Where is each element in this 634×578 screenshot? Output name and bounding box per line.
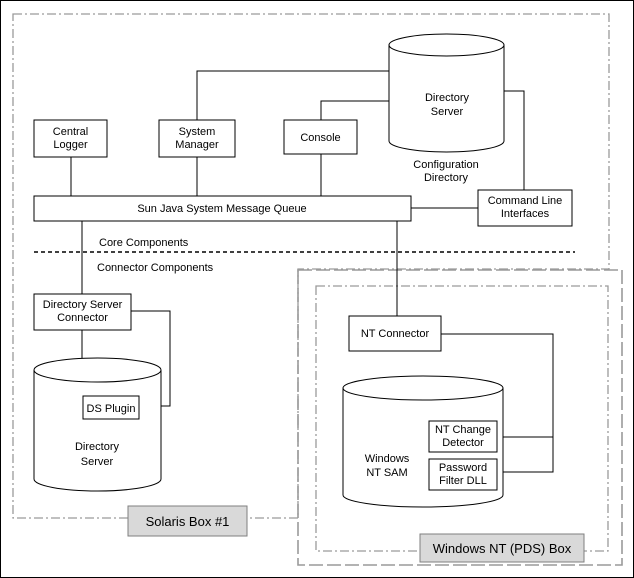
- ds-connector-label-2: Connector: [57, 312, 108, 324]
- directory-server-connector-box: Directory Server Connector: [33, 293, 132, 331]
- connector-components-label: Connector Components: [97, 262, 214, 274]
- solaris-box-tag: Solaris Box #1: [127, 505, 248, 537]
- directory-server-top-label-2: Server: [431, 106, 464, 118]
- windows-nt-box-inner-boundary: [315, 285, 609, 552]
- central-logger-box: Central Logger: [33, 119, 108, 158]
- windows-nt-box-tag: Windows NT (PDS) Box: [419, 533, 585, 563]
- ds-plugin-box: DS Plugin: [82, 395, 140, 420]
- central-logger-label-2: Logger: [53, 139, 88, 151]
- message-queue-label: Sun Java System Message Queue: [137, 203, 306, 215]
- configuration-directory-label-1: Configuration: [413, 159, 478, 171]
- solaris-box-label: Solaris Box #1: [146, 514, 230, 529]
- system-manager-label-1: System: [179, 126, 216, 138]
- nt-change-detector-label-1: NT Change: [435, 424, 491, 436]
- core-components-label: Core Components: [99, 237, 189, 249]
- directory-server-bottom-label-1: Directory: [75, 441, 120, 453]
- directory-server-top-cylinder: Directory Server: [388, 33, 505, 153]
- windows-nt-sam-label-1: Windows: [365, 453, 410, 465]
- ds-connector-label-1: Directory Server: [43, 299, 123, 311]
- console-box: Console: [283, 119, 358, 155]
- solaris-box-boundary: [12, 13, 610, 519]
- windows-nt-box-outer-boundary: [297, 269, 623, 566]
- directory-server-bottom-cylinder: Directory Server: [33, 357, 162, 492]
- nt-change-detector-label-2: Detector: [442, 437, 484, 449]
- central-logger-label-1: Central: [53, 126, 88, 138]
- console-label: Console: [300, 132, 340, 144]
- nt-connector-label: NT Connector: [361, 328, 430, 340]
- directory-server-bottom-label-2: Server: [81, 456, 114, 468]
- connector-lines: [70, 70, 554, 473]
- ds-plugin-label: DS Plugin: [87, 403, 136, 415]
- command-line-interfaces-label-2: Interfaces: [501, 208, 550, 220]
- password-filter-dll-box: Password Filter DLL: [428, 458, 498, 491]
- windows-nt-box-label: Windows NT (PDS) Box: [433, 541, 572, 556]
- command-line-interfaces-label-1: Command Line: [488, 195, 563, 207]
- system-manager-label-2: Manager: [175, 139, 219, 151]
- directory-server-top-label-1: Directory: [425, 92, 470, 104]
- nt-change-detector-box: NT Change Detector: [428, 420, 498, 453]
- password-filter-dll-label-1: Password: [439, 462, 487, 474]
- nt-connector-box: NT Connector: [348, 315, 442, 352]
- message-queue-bar: Sun Java System Message Queue: [33, 195, 412, 222]
- command-line-interfaces-box: Command Line Interfaces: [477, 189, 573, 227]
- system-manager-box: System Manager: [158, 119, 236, 158]
- password-filter-dll-label-2: Filter DLL: [439, 475, 487, 487]
- windows-nt-sam-label-2: NT SAM: [366, 467, 407, 479]
- configuration-directory-label-2: Directory: [424, 172, 469, 184]
